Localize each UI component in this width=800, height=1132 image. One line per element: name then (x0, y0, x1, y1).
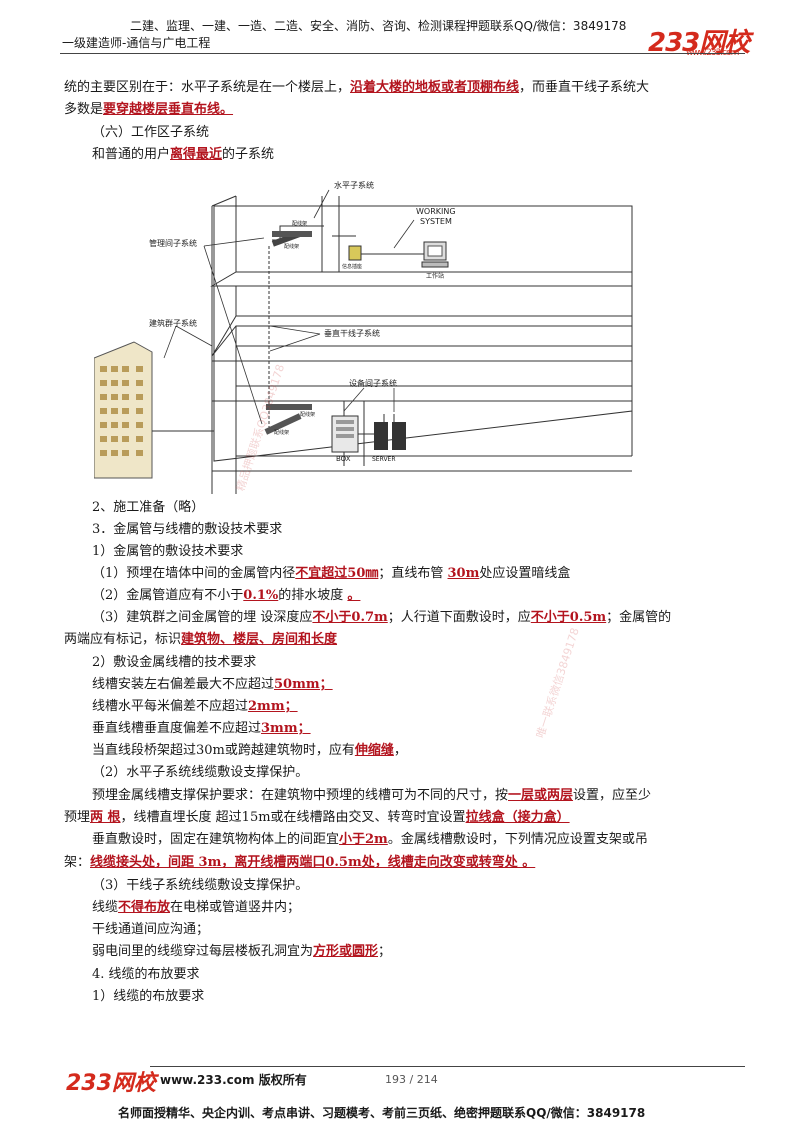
section-heading: （六）工作区子系统 (92, 125, 210, 140)
label-equipment: 设备间子系统 (349, 378, 397, 388)
info-outlet-icon (348, 245, 362, 261)
label-working-2: SYSTEM (420, 217, 452, 226)
watermark: 唯一联系微信3849178 (533, 626, 582, 740)
server-rack-icon (331, 414, 406, 453)
paragraph-line: 多数是要穿越楼层垂直布线。 (64, 102, 234, 117)
label-vertical: 垂直干线子系统 (324, 328, 380, 338)
label-horizontal: 水平子系统 (334, 180, 374, 190)
footer-logo: 233网校 (66, 1071, 156, 1096)
section-heading: 3．金属管与线槽的敷设技术要求 (92, 522, 283, 537)
section-heading: 1）金属管的敷设技术要求 (92, 544, 244, 559)
label-building-group: 建筑群子系统 (149, 318, 197, 328)
paragraph-line: 预埋金属线槽支撑保护要求：在建筑物中预埋的线槽可为不同的尺寸，按一层或两层设置，… (92, 788, 652, 803)
paragraph-line: （2）水平子系统线缆敷设支撑保护。 (92, 765, 309, 780)
section-heading: 4. 线缆的布放要求 (92, 967, 200, 982)
header-contact-line: 二建、监理、一建、一造、二造、安全、消防、咨询、检测课程押题联系QQ/微信：38… (130, 19, 627, 33)
paragraph-line: 和普通的用户离得最近的子系统 (92, 147, 275, 162)
paragraph-line: 统的主要区别在于：水平子系统是在一个楼层上，沿着大楼的地板或者顶棚布线，而垂直干… (64, 80, 650, 95)
label-patch-panel-1: 配线架 (284, 243, 299, 250)
section-heading: 2、施工准备（略） (92, 500, 205, 515)
paragraph-line: （1）预埋在墙体中间的金属管内径不宜超过50㎜；直线布管 30m处应设置暗线盒 (92, 566, 571, 581)
paragraph-line: 垂直敷设时，固定在建筑物构体上的间距宜小于2m。金属线槽敷设时，下列情况应设置支… (92, 832, 648, 847)
paragraph-line: 弱电间里的线缆穿过每层楼板孔洞宜为方形或圆形； (92, 944, 392, 959)
paragraph-line: 架：线缆接头处，间距 3m，离开线槽两端口0.5m处，线槽走向改变或转弯处 。 (64, 855, 536, 870)
label-working-1: WORKING (416, 207, 456, 216)
section-heading: 1）线缆的布放要求 (92, 989, 205, 1004)
paragraph-line: 两端应有标记，标识建筑物、楼层、房间和长度 (64, 632, 338, 647)
page-number: 193 / 214 (385, 1073, 438, 1086)
workstation-icon (421, 241, 449, 268)
paragraph-line: 线槽水平每米偏差不应超过2mm； (92, 699, 298, 714)
footer-site: www.233.com 版权所有 (160, 1073, 307, 1087)
footer-ad: 名师面授精华、央企内训、考点串讲、习题模考、考前三页纸、绝密押题联系QQ/微信：… (118, 1106, 646, 1120)
paragraph-line: 当直线段桥架超过30m或跨越建筑物时，应有伸缩缝， (92, 743, 407, 758)
label-patch-panel-3: 配线架 (300, 411, 315, 418)
paragraph-line: （3）干线子系统线缆敷设支撑保护。 (92, 878, 309, 893)
footer-divider (150, 1066, 745, 1067)
section-heading: 2）敷设金属线槽的技术要求 (92, 655, 257, 670)
label-server: SERVER (372, 456, 396, 463)
paragraph-line: 线槽安装左右偏差最大不应超过50mm； (92, 677, 333, 692)
paragraph-line: 预埋两 根，线槽直埋长度 超过15m或在线槽路由交叉、转弯时宜设置拉线盒（接力盒… (64, 810, 570, 825)
label-patch-panel-4: 配线架 (274, 429, 289, 436)
label-box: BOX (336, 455, 351, 463)
paragraph-line: （3）建筑群之间金属管的埋 设深度应不小于0.7m；人行道下面敷设时，应不小于0… (92, 610, 672, 625)
cabling-system-diagram: 水平子系统 WORKING SYSTEM 管理间子系统 建筑群子系统 垂直干线子… (94, 180, 633, 494)
paragraph-line: 干线通道间应沟通； (92, 922, 210, 937)
label-patch-panel-2: 配线架 (292, 220, 307, 227)
label-mgmt: 管理间子系统 (149, 238, 197, 248)
label-info-outlet: 信息插座 (342, 263, 362, 270)
paragraph-line: 垂直线槽垂直度偏差不应超过3mm； (92, 721, 311, 736)
paragraph-line: （2）金属管道应有不小于0.1%的排水坡度 。 (92, 588, 361, 603)
paragraph-line: 线缆不得布放在电梯或管道竖井内； (92, 900, 301, 915)
header-divider (60, 53, 745, 54)
patch-panel-icon (264, 231, 312, 435)
label-workstation: 工作站 (426, 272, 444, 280)
building-icon (94, 341, 214, 479)
header-subject: 一级建造师-通信与广电工程 (62, 36, 211, 50)
